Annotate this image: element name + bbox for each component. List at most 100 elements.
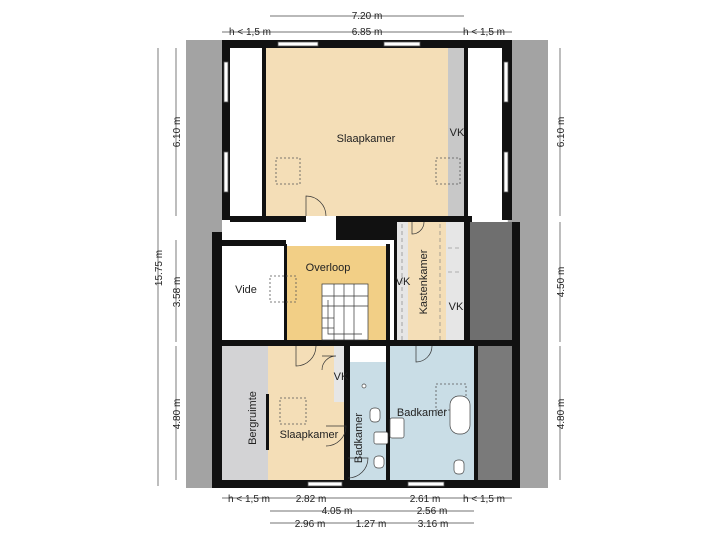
door-bed-right	[325, 425, 347, 447]
roof-left	[186, 40, 222, 488]
dim-bot-right-h: h < 1,5 m	[463, 494, 505, 505]
dim-right-top: 6.10 m	[556, 117, 567, 148]
window-bottom-2	[407, 481, 445, 487]
slaapkamer-top-fill	[266, 48, 468, 216]
dim-bot-left-h: h < 1,5 m	[228, 494, 270, 505]
wall-mid-lower	[212, 340, 520, 346]
dim-bot-a: 2.82 m	[296, 494, 327, 505]
wall-kasten-right	[464, 222, 470, 342]
door-bath	[415, 345, 433, 363]
label-vk-kasten-left: VK	[396, 276, 411, 288]
skylight-1	[275, 157, 301, 185]
badkamer-small-fill	[348, 410, 388, 480]
label-bergruimte: Bergruimte	[247, 391, 259, 445]
sink-2	[373, 431, 389, 445]
wall-top	[222, 40, 512, 48]
wall-stair-right	[386, 244, 390, 342]
skylight-2	[435, 157, 461, 185]
dim-bot2-b: 2.56 m	[417, 506, 448, 517]
bergruimte-fill	[222, 346, 268, 480]
label-vk-bottom: VK	[334, 371, 349, 383]
dim-top-total: 7.20 m	[352, 11, 383, 22]
label-vk-kasten-right: VK	[449, 301, 464, 313]
wall-bergruimte	[266, 394, 269, 450]
toilet-1	[369, 407, 381, 423]
dark-right-lower	[478, 346, 512, 480]
roof-slopes	[186, 40, 548, 488]
wall-bath-right	[474, 346, 478, 480]
dim-right-bottom: 4.80 m	[556, 399, 567, 430]
wall-mid-upper	[230, 216, 306, 222]
label-slaapkamer-bottom: Slaapkamer	[280, 429, 339, 441]
dim-bot3-c: 3.16 m	[418, 519, 449, 530]
wall-mid-upper-3	[394, 216, 472, 222]
wall-bottom	[212, 480, 520, 488]
skylight-3	[269, 275, 297, 303]
wall-landing-left	[284, 244, 287, 342]
dim-left-top: 6.10 m	[172, 117, 183, 148]
label-badkamer-small: Badkamer	[353, 413, 365, 463]
window-bottom-1	[307, 481, 343, 487]
slaapkamer-top-side-left	[230, 48, 266, 216]
dim-right-mid: 4.50 m	[556, 267, 567, 298]
door-top	[305, 195, 327, 217]
window-top-2	[383, 41, 421, 47]
slaapkamer-top-side-right	[468, 48, 502, 216]
dim-bot3-a: 2.96 m	[295, 519, 326, 530]
roof-right	[504, 40, 548, 488]
door-bath-small	[347, 457, 369, 479]
door-vk-bottom	[321, 355, 337, 371]
dim-left-total: 15.75 m	[154, 250, 165, 286]
label-vide: Vide	[235, 284, 257, 296]
stair-outline	[321, 283, 369, 341]
window-right-2	[503, 151, 509, 193]
windows	[223, 41, 509, 487]
wall-mid-upper-2	[336, 216, 394, 240]
dim-bot3-b: 1.27 m	[356, 519, 387, 530]
wall-bath-left	[386, 346, 390, 480]
kasten-fill	[408, 222, 446, 342]
bathtub	[449, 395, 471, 435]
skylight-4	[279, 397, 307, 425]
kasten-vk-right	[446, 222, 464, 342]
skylights	[269, 157, 467, 425]
door-bed-bottom	[295, 345, 317, 367]
walls	[212, 40, 520, 488]
wall-left-upper	[222, 40, 230, 220]
label-badkamer-main: Badkamer	[397, 407, 447, 419]
wall-right-inner-upper	[464, 48, 468, 216]
dimension-texts: 7.20 m 6.85 m h < 1,5 m h < 1,5 m 15.75 …	[154, 11, 567, 530]
wall-kasten-left	[394, 222, 397, 342]
window-right-1	[503, 61, 509, 103]
dim-bot-b: 2.61 m	[410, 494, 441, 505]
vide-fill	[222, 246, 286, 342]
dim-left-mid: 3.58 m	[172, 277, 183, 308]
badkamer-main-fill-2	[348, 362, 388, 410]
toilet-2	[373, 455, 385, 469]
dim-top-left-h: h < 1,5 m	[229, 27, 271, 38]
dim-top-inner: 6.85 m	[352, 27, 383, 38]
wall-bottom-bed-right	[344, 346, 350, 480]
drain	[361, 383, 367, 389]
wall-right-upper	[502, 40, 512, 220]
room-labels: Slaapkamer VK Overloop Vide VK Kastenkam…	[235, 127, 465, 463]
label-kastenkamer: Kastenkamer	[418, 249, 430, 314]
window-left-2	[223, 151, 229, 193]
dim-left-bottom: 4.80 m	[172, 399, 183, 430]
dim-bot2-a: 4.05 m	[322, 506, 353, 517]
wall-vide	[222, 240, 286, 246]
wall-left-inner-upper	[262, 48, 266, 216]
slaapkamer-bottom-top-strip	[268, 346, 334, 402]
door-kasten	[411, 221, 425, 235]
wall-right-mid	[512, 222, 520, 488]
sink-1	[389, 417, 405, 439]
cupboard-lines	[401, 224, 462, 340]
window-top-1	[277, 41, 319, 47]
dark-right-slab	[470, 222, 512, 342]
wall-left-mid	[212, 232, 222, 488]
label-vk-top: VK	[450, 127, 465, 139]
label-slaapkamer-top: Slaapkamer	[337, 133, 396, 145]
window-left-1	[223, 61, 229, 103]
stair-fill	[322, 284, 368, 340]
